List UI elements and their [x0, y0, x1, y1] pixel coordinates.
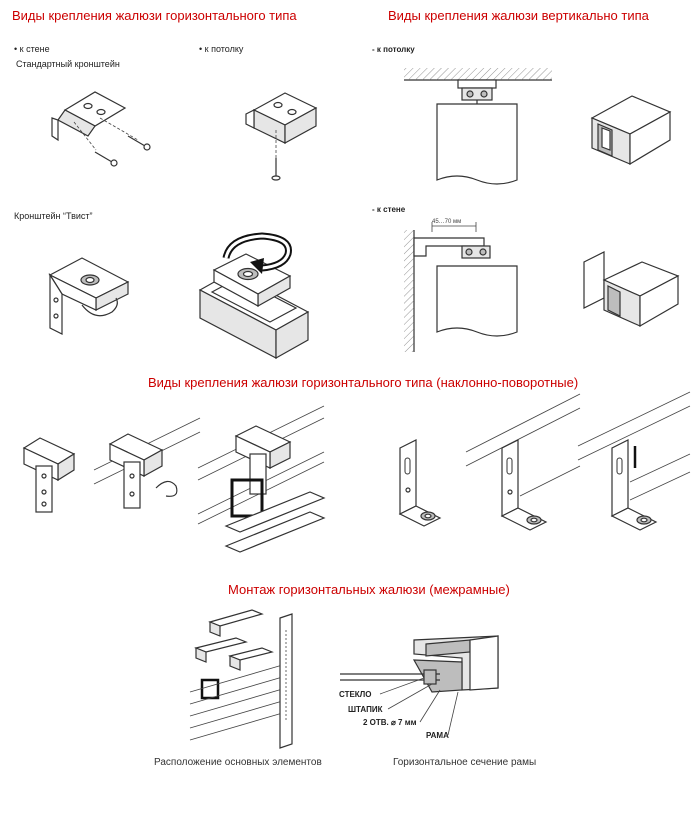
vertical-rail-profile-wall	[583, 251, 680, 328]
vertical-wall-drawing	[404, 222, 518, 352]
label-vertical-ceiling: - к потолку	[372, 45, 415, 54]
caption-section: Горизонтальное сечение рамы	[393, 757, 537, 768]
label-vertical-wall: - к стене	[372, 205, 406, 214]
caption-elements: Расположение основных элементов	[154, 757, 322, 768]
interframe-section-drawing	[340, 635, 499, 736]
standard-bracket-wall-drawing	[51, 91, 151, 167]
tilt-l-bracket-1	[398, 439, 442, 527]
twist-bracket-drawing	[48, 257, 130, 335]
label-wall-mount: • к стене	[14, 44, 50, 54]
label-ceiling-mount: • к потолку	[199, 44, 244, 54]
label-frame: РАМА	[426, 731, 449, 740]
vertical-ceiling-drawing	[404, 68, 552, 185]
vertical-rail-profile-ceiling	[590, 95, 672, 166]
heading-tilt-types: Виды крепления жалюзи горизонтального ти…	[148, 375, 579, 390]
heading-vertical-types: Виды крепления жалюзи вертикально типа	[388, 8, 649, 23]
tilt-bracket-small-drawing	[22, 437, 76, 513]
interframe-elements-drawing	[189, 609, 293, 749]
twist-rail-drawing	[198, 232, 310, 360]
label-holes: 2 ОТВ. ⌀ 7 мм	[363, 718, 417, 727]
label-dimension: 45…70 мм	[432, 219, 462, 225]
label-standard-bracket: Стандартный кронштейн	[16, 59, 120, 69]
heading-horizontal-types: Виды крепления жалюзи горизонтального ти…	[12, 8, 297, 23]
tilt-l-bracket-3	[577, 391, 691, 531]
standard-bracket-ceiling-drawing	[245, 92, 318, 181]
tilt-assembly-drawing	[197, 405, 326, 553]
label-twist-bracket: Кронштейн “Твист”	[14, 211, 93, 221]
heading-interframe: Монтаж горизонтальных жалюзи (межрамные)	[228, 582, 510, 597]
tilt-l-bracket-2	[465, 393, 581, 531]
label-glass: СТЕКЛО	[339, 690, 372, 699]
label-bead: ШТАПИК	[348, 705, 383, 714]
tilt-bracket-rail-drawing	[93, 417, 201, 509]
